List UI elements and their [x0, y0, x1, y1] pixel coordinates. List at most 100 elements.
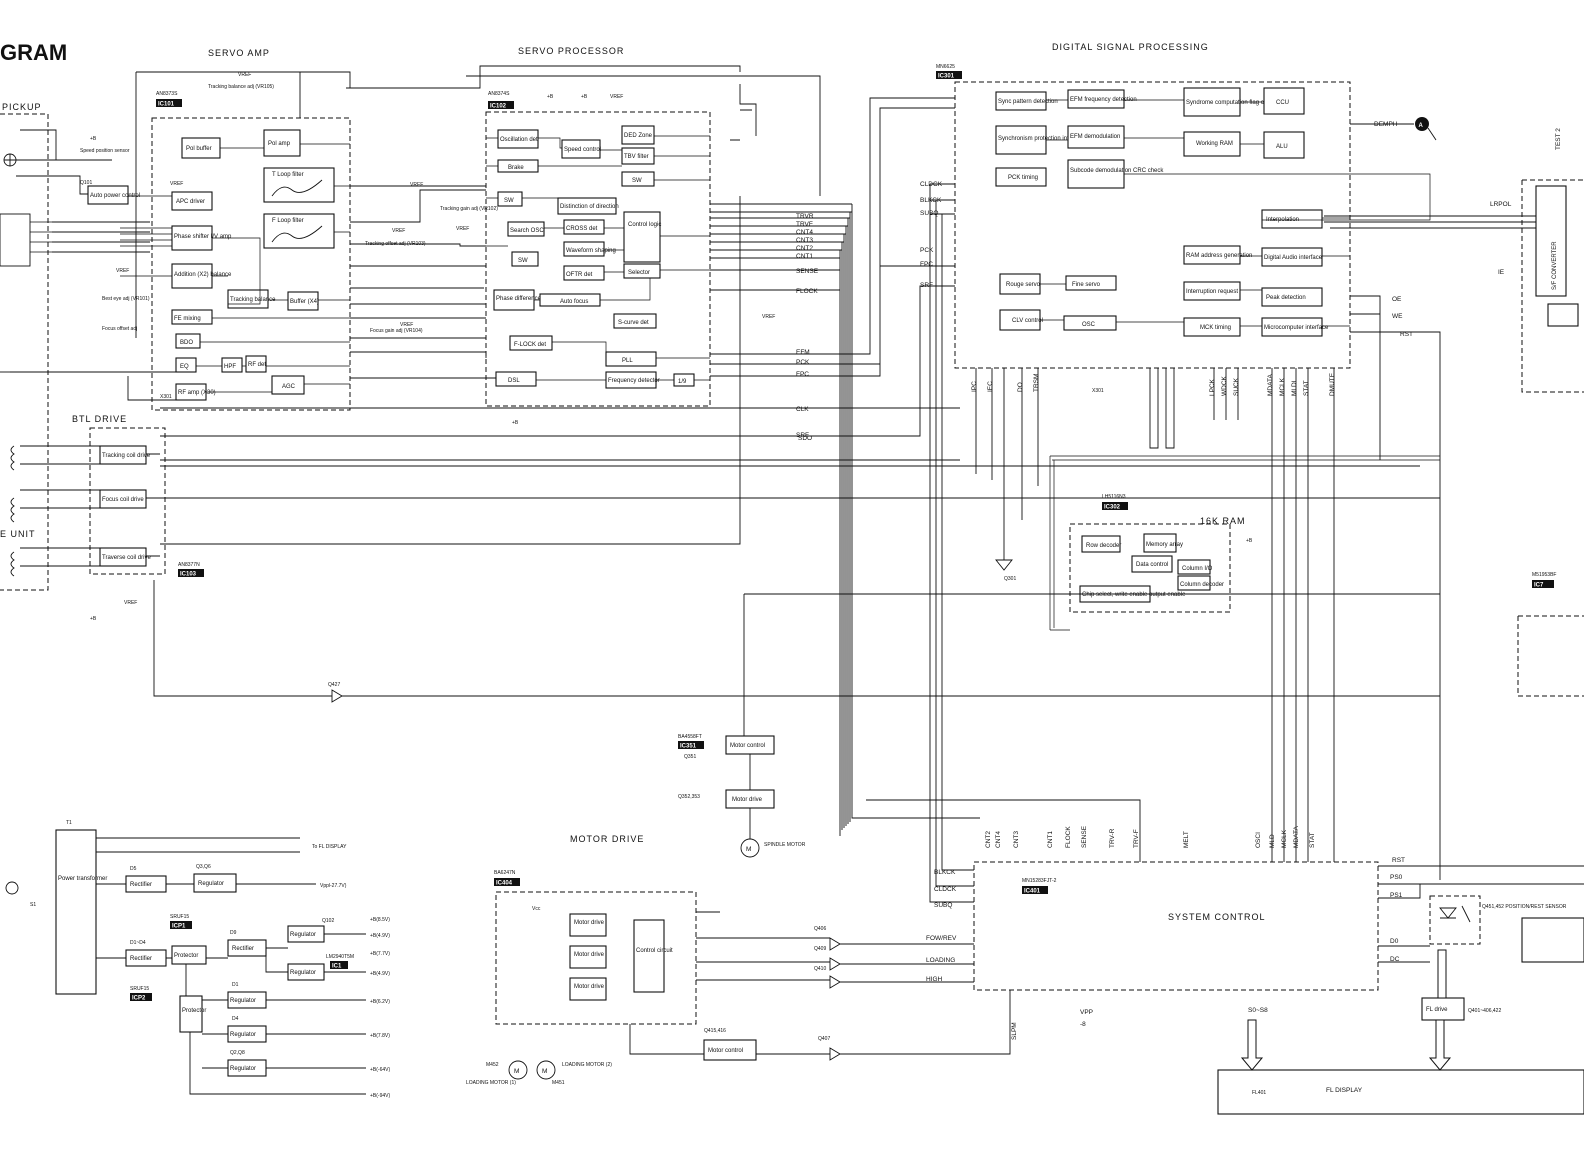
svg-text:Memory array: Memory array	[1146, 542, 1183, 548]
svg-text:IC101: IC101	[158, 102, 175, 108]
svg-text:FL DISPLAY: FL DISPLAY	[1326, 1087, 1363, 1094]
svg-text:BLKCK: BLKCK	[920, 197, 942, 204]
svg-text:RAM address generation: RAM address generation	[1186, 253, 1252, 259]
svg-text:Interruption request: Interruption request	[1186, 289, 1238, 295]
svg-text:WE: WE	[1392, 313, 1403, 320]
svg-text:VREF: VREF	[762, 314, 775, 320]
btl-drive-ic103: Tracking coil drive Focus coil drive Tra…	[89, 427, 204, 622]
svg-text:MCLK: MCLK	[1279, 377, 1286, 396]
svg-text:Q451,452 POSITION/REST SENSOR: Q451,452 POSITION/REST SENSOR	[1482, 904, 1567, 910]
svg-text:STAT: STAT	[1309, 832, 1316, 848]
signal-sdo: SDO	[798, 435, 812, 442]
dsp-bottom-pins: IPC IEC DO TRSM LPCK WDCK SUCK MDATA MCL…	[971, 372, 1336, 396]
svg-text:Subcode demodulation CRC check: Subcode demodulation CRC check	[1070, 168, 1164, 174]
svg-text:TRV-R: TRV-R	[1109, 828, 1116, 848]
svg-text:IPC: IPC	[971, 381, 978, 392]
svg-text:Frequency detector: Frequency detector	[608, 378, 660, 384]
svg-text:T1: T1	[66, 820, 72, 826]
svg-text:IC103: IC103	[180, 572, 197, 578]
svg-text:SRUF15: SRUF15	[130, 986, 149, 992]
svg-text:Q352,353: Q352,353	[678, 794, 700, 800]
svg-text:M451: M451	[552, 1080, 565, 1086]
svg-text:DED Zone: DED Zone	[624, 133, 653, 139]
section-ram: 16K RAM	[1200, 516, 1246, 526]
svg-text:F Loop filter: F Loop filter	[272, 218, 304, 224]
svg-text:DO: DO	[1017, 382, 1024, 392]
svg-text:Regulator: Regulator	[290, 970, 316, 976]
svg-text:Distinction of direction: Distinction of direction	[560, 204, 619, 210]
svg-text:PS0: PS0	[1390, 874, 1403, 881]
svg-text:VPP: VPP	[1080, 1009, 1093, 1016]
svg-text:Protector: Protector	[174, 953, 198, 959]
signal-trvr: TRVR	[796, 213, 814, 220]
svg-text:SENSE: SENSE	[1081, 825, 1088, 848]
svg-text:+B(7.7V): +B(7.7V)	[370, 951, 390, 957]
svg-text:Speed position sensor: Speed position sensor	[80, 148, 130, 154]
svg-text:M: M	[746, 846, 751, 853]
svg-text:TRSM: TRSM	[1033, 374, 1040, 392]
signal-srf: SRF	[796, 432, 809, 439]
svg-text:MDATA: MDATA	[1267, 374, 1274, 396]
svg-text:OE: OE	[1392, 296, 1402, 303]
svg-text:TBV filter: TBV filter	[624, 154, 649, 160]
transistors-misc: Q301 Q427	[153, 559, 1440, 703]
svg-text:Pol amp: Pol amp	[268, 141, 291, 147]
svg-text:Sync pattern detection: Sync pattern detection	[998, 99, 1058, 105]
section-servo-processor: SERVO PROCESSOR	[518, 46, 624, 56]
svg-text:IC301: IC301	[938, 74, 955, 80]
svg-text:Pol buffer: Pol buffer	[186, 146, 212, 152]
svg-text:+B: +B	[90, 616, 97, 622]
svg-text:M: M	[514, 1068, 519, 1075]
svg-text:Rectifier: Rectifier	[130, 882, 152, 888]
svg-text:PS1: PS1	[1390, 892, 1403, 899]
svg-text:MN15283FJT-2: MN15283FJT-2	[1022, 878, 1057, 884]
svg-text:+B: +B	[1246, 538, 1253, 544]
svg-text:Protector: Protector	[182, 1008, 206, 1014]
svg-text:AN8374S: AN8374S	[488, 91, 510, 97]
svg-text:+B(7.8V): +B(7.8V)	[370, 1033, 390, 1039]
svg-text:S/F CONVERTER: S/F CONVERTER	[1552, 241, 1558, 290]
svg-text:Speed control: Speed control	[564, 147, 601, 153]
svg-text:EFM frequency detection: EFM frequency detection	[1070, 97, 1137, 103]
svg-text:TRV-F: TRV-F	[1133, 829, 1140, 848]
svg-text:BLKCK: BLKCK	[934, 869, 956, 876]
svg-text:Rectifier: Rectifier	[130, 956, 152, 962]
svg-text:Peak detection: Peak detection	[1266, 295, 1306, 301]
svg-text:RST: RST	[1400, 331, 1413, 338]
svg-text:ALU: ALU	[1276, 144, 1288, 150]
servo-amp-ic101: AN8373S IC101 Tracking balance adj (VR10…	[80, 72, 426, 411]
svg-text:OSCI: OSCI	[1255, 832, 1262, 848]
svg-text:LOADING MOTOR (2): LOADING MOTOR (2)	[562, 1062, 612, 1068]
svg-text:X301: X301	[160, 394, 172, 400]
svg-text:CLDCK: CLDCK	[920, 181, 943, 188]
signal-cnt4: CNT4	[796, 229, 813, 236]
svg-text:Rectifier: Rectifier	[232, 946, 254, 952]
svg-text:PCK timing: PCK timing	[1008, 175, 1038, 181]
svg-text:+B: +B	[512, 420, 519, 426]
svg-text:Control logic: Control logic	[628, 222, 661, 228]
svg-text:Row decoder: Row decoder	[1086, 543, 1121, 549]
svg-text:SRF: SRF	[920, 282, 933, 289]
svg-text:LH5116N3: LH5116N3	[1102, 494, 1126, 500]
svg-text:Control circuit: Control circuit	[636, 948, 673, 954]
signal-efm: EFM	[796, 349, 810, 356]
svg-text:EFM demodulation: EFM demodulation	[1070, 134, 1120, 140]
svg-text:T Loop filter: T Loop filter	[272, 172, 304, 178]
svg-text:FL drive: FL drive	[1426, 1007, 1448, 1013]
svg-text:M51953BF: M51953BF	[1532, 572, 1556, 578]
spindle-motor-driver: BA4558FT IC351 Q351 Motor control Motor …	[678, 593, 1440, 858]
svg-text:Data control: Data control	[1136, 562, 1168, 568]
svg-text:CLV control: CLV control	[1012, 318, 1043, 324]
svg-text:Focus offset adj: Focus offset adj	[102, 326, 137, 332]
svg-text:S-curve det: S-curve det	[618, 320, 649, 326]
sf-converter: S/F CONVERTER TEST 2 LRPOL IE	[1324, 128, 1584, 393]
svg-text:Tracking gain adj (VR102): Tracking gain adj (VR102)	[440, 206, 498, 212]
svg-text:VREF: VREF	[124, 600, 137, 606]
svg-text:OSC: OSC	[1082, 322, 1096, 328]
svg-text:Regulator: Regulator	[290, 932, 316, 938]
svg-text:-8: -8	[1080, 1021, 1086, 1028]
system-top-pins: CNT2 CNT4 CNT3 CNT1 FLOCK SENSE TRV-R TR…	[985, 825, 1316, 848]
signal-fpc: FPC	[796, 371, 809, 378]
svg-text:Chip select, write enable outp: Chip select, write enable output enable	[1082, 592, 1186, 598]
svg-text:VREF: VREF	[170, 181, 183, 187]
